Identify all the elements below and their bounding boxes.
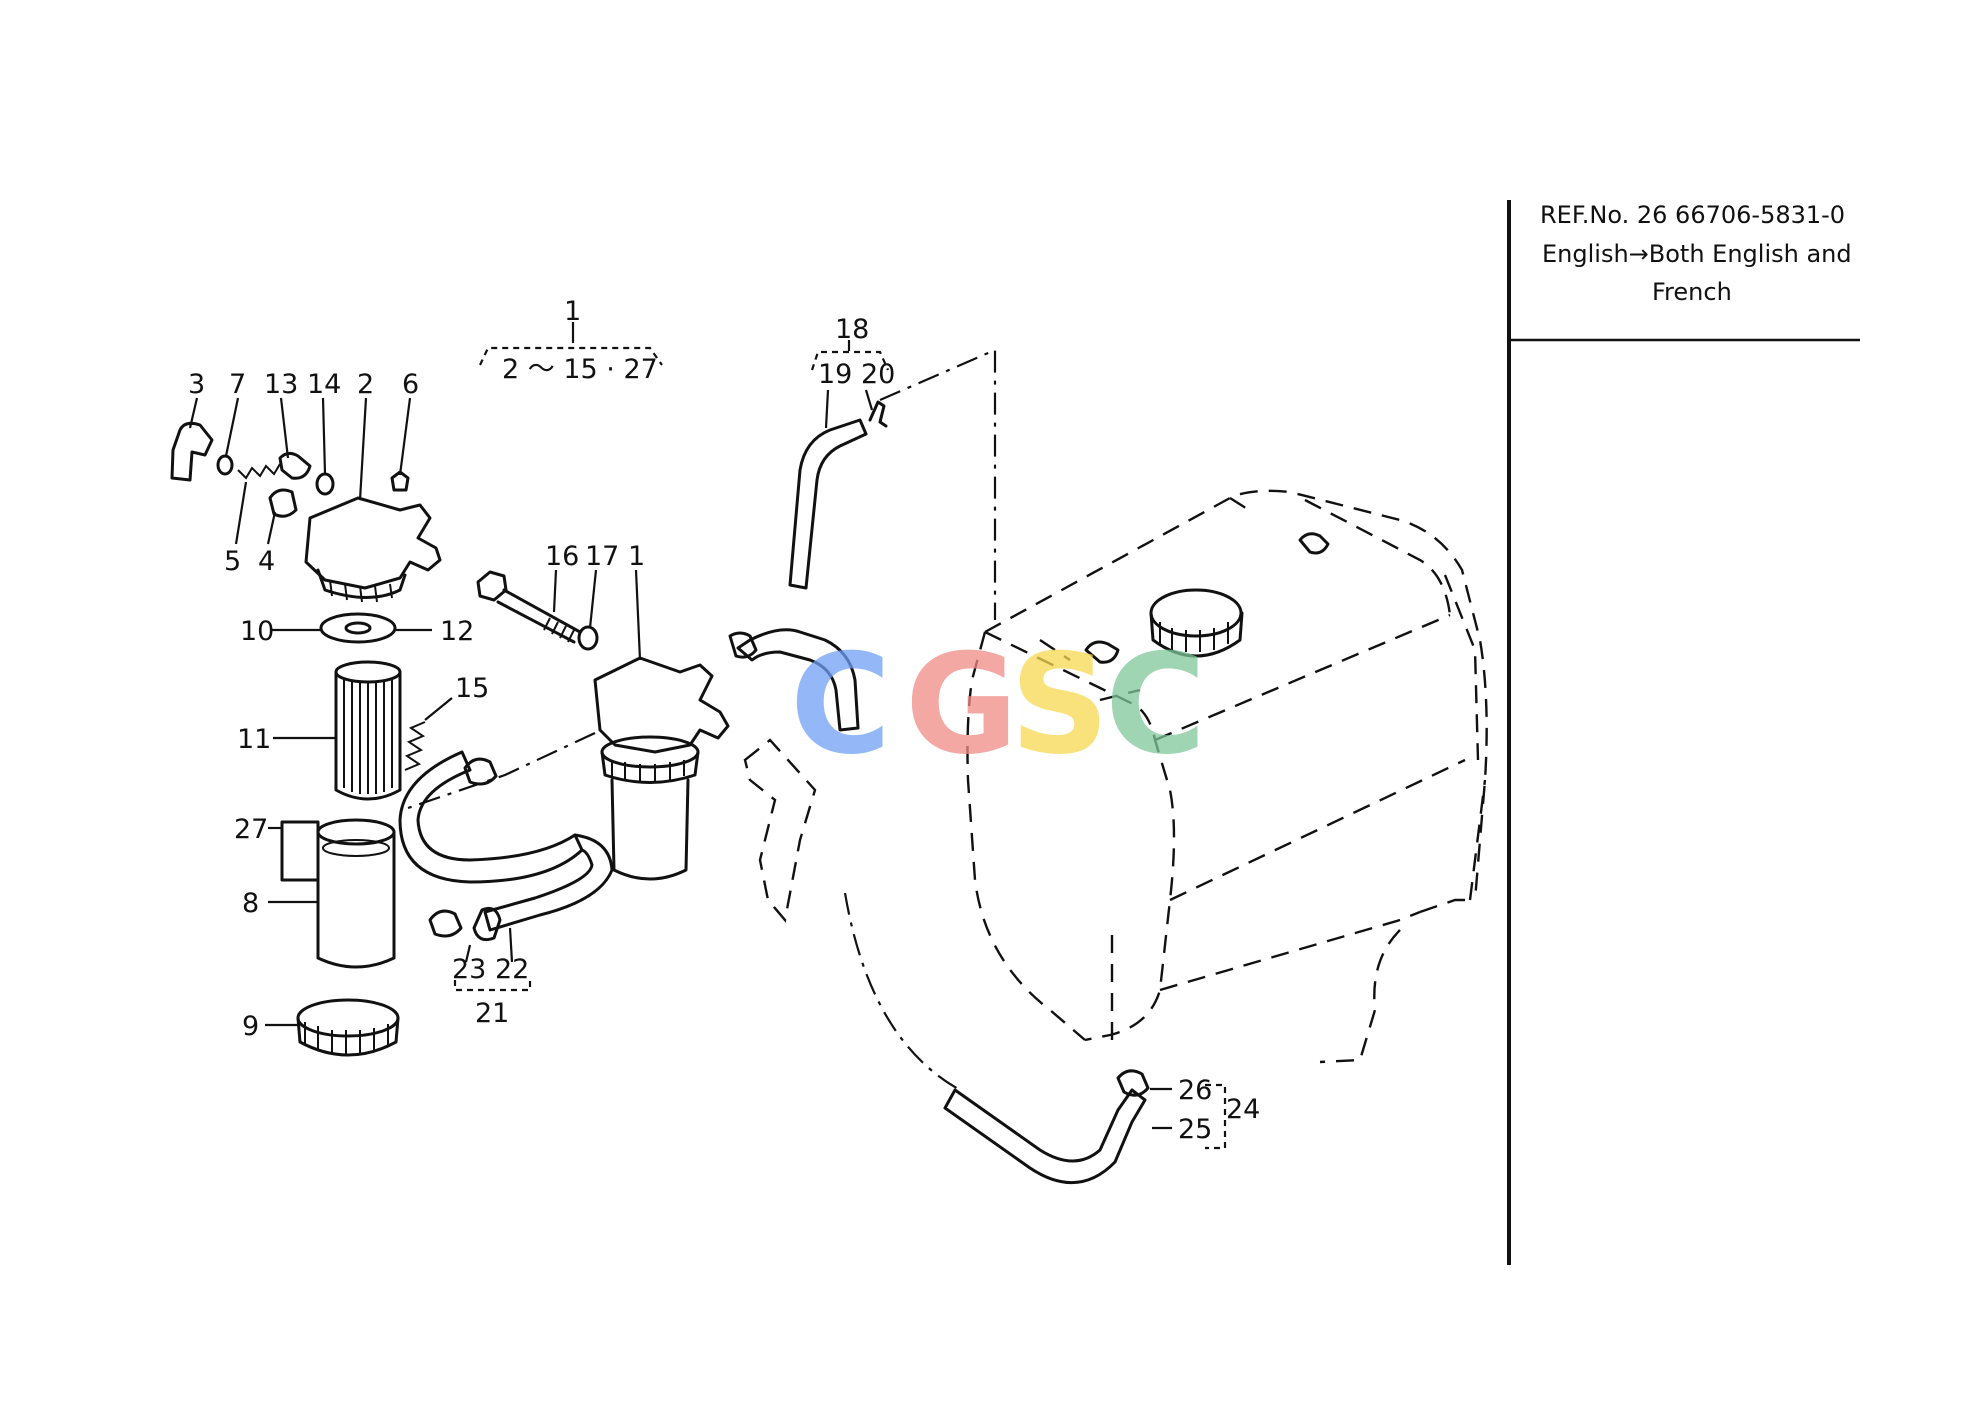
connection-line-tank-hose (843, 892, 961, 1091)
callout-17: 17 (585, 541, 619, 572)
callout-27: 27 (234, 814, 268, 845)
group-bracket-1 (479, 346, 663, 366)
callout-7: 7 (229, 369, 246, 400)
callout-leaders (188, 389, 1172, 1130)
callout-5: 5 (224, 546, 241, 577)
callout-15: 15 (455, 673, 489, 704)
callout-8: 8 (242, 888, 259, 919)
ref-language-note-cont: French (1652, 278, 1732, 306)
callout-12: 12 (440, 616, 474, 647)
callout-6: 6 (402, 369, 419, 400)
group-label-1: 1 (564, 296, 581, 327)
cgsc-watermark: C G S C (790, 624, 1206, 785)
group-bracket-21 (453, 980, 532, 992)
callout-16: 16 (545, 541, 579, 572)
group-bracket-18 (810, 350, 890, 371)
callout-13: 13 (264, 369, 298, 400)
tank-drain-hose (943, 1069, 1150, 1185)
filter-bracket (743, 738, 817, 923)
callout-3: 3 (188, 369, 205, 400)
ref-language-note: English→Both English and (1542, 240, 1852, 268)
callout-1: 1 (628, 541, 645, 572)
watermark-letter-g: G (905, 624, 1018, 785)
group-items-21: 23 22 (452, 954, 529, 985)
callout-2: 2 (357, 369, 374, 400)
group-bracket-24 (1205, 1083, 1227, 1150)
group-range-1: 2 〜 15 · 27 (502, 354, 658, 385)
watermark-letter-c1: C (790, 624, 891, 785)
callout-26: 26 (1178, 1075, 1212, 1106)
fuel-filter-assembly (476, 570, 730, 881)
filter-head-exploded (170, 421, 442, 1057)
connection-line-return (879, 348, 997, 620)
callout-9: 9 (242, 1011, 259, 1042)
group-label-24: 24 (1226, 1094, 1260, 1125)
callout-4: 4 (258, 546, 275, 577)
return-hose (788, 400, 888, 590)
group-label-21: 21 (475, 998, 509, 1029)
watermark-letter-s: S (1010, 624, 1109, 785)
connection-line-filter (407, 732, 596, 810)
fuel-tank (966, 489, 1488, 1064)
callout-25: 25 (1178, 1114, 1212, 1145)
group-label-18: 18 (835, 314, 869, 345)
callout-14: 14 (307, 369, 341, 400)
group-items-18: 19 20 (818, 359, 895, 390)
supply-hose (398, 750, 614, 942)
fuel-outlet-hose (728, 628, 860, 732)
callout-10: 10 (240, 616, 274, 647)
ref-number: REF.No. 26 66706-5831-0 (1540, 201, 1845, 229)
watermark-letter-c2: C (1105, 624, 1206, 785)
callout-11: 11 (237, 724, 271, 755)
